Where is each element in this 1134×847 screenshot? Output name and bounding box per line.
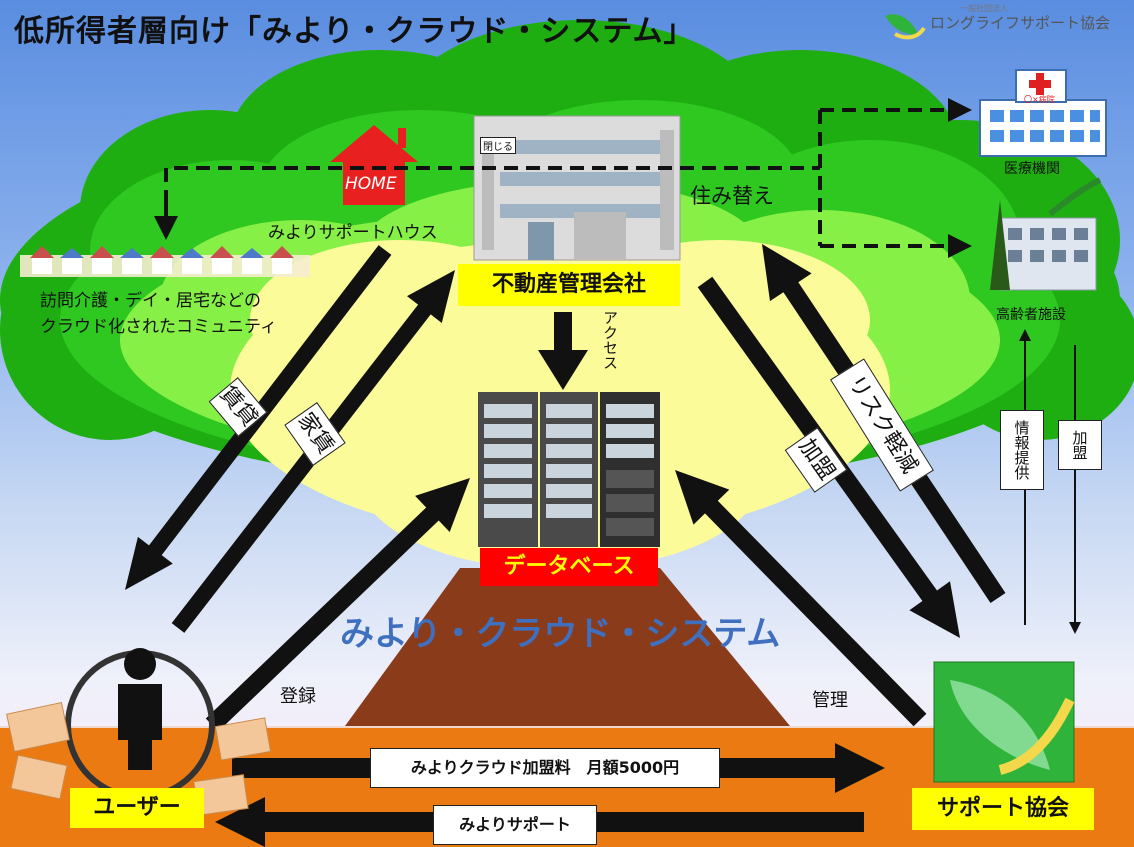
hospital-icon (980, 70, 1106, 156)
medical-label: 医療機関 (1004, 158, 1060, 178)
database-server-icon (478, 392, 660, 547)
manage-label: 管理 (812, 686, 848, 712)
database-label: データベース (480, 548, 658, 586)
support-house-label: みよりサポートハウス (268, 218, 438, 243)
support-label: みよりサポート (433, 805, 597, 845)
community-label: 訪問介護・デイ・居宅などの クラウド化されたコミュニティ (40, 288, 277, 340)
fee-label: みよりクラウド加盟料 月額5000円 (370, 748, 720, 788)
support-association-label: サポート協会 (912, 788, 1094, 830)
relocation-label: 住み替え (690, 180, 774, 210)
info-label: 情報提供 (1000, 410, 1044, 490)
support-association-logo-icon (934, 662, 1074, 782)
org-logo-icon (885, 14, 924, 37)
user-label: ユーザー (70, 788, 204, 828)
register-label: 登録 (280, 682, 316, 708)
org-name: ロングライフサポート協会 (930, 12, 1110, 33)
system-name-label: みより・クラウド・システム (340, 606, 780, 655)
hospital-sign: 〇×病院 (1024, 94, 1055, 105)
community-line-2: クラウド化されたコミュニティ (40, 314, 277, 340)
community-line-1: 訪問介護・デイ・居宅などの (40, 288, 277, 314)
page-title: 低所得者層向け「みより・クラウド・システム」 (14, 6, 695, 50)
door-tag: 閉じる (480, 137, 516, 154)
join-right-label: 加盟 (1058, 420, 1102, 470)
elderly-label: 高齢者施設 (996, 304, 1066, 324)
home-icon-label: HOME (345, 174, 397, 194)
access-label: アクセス (600, 310, 621, 370)
company-label: 不動産管理会社 (458, 264, 680, 306)
